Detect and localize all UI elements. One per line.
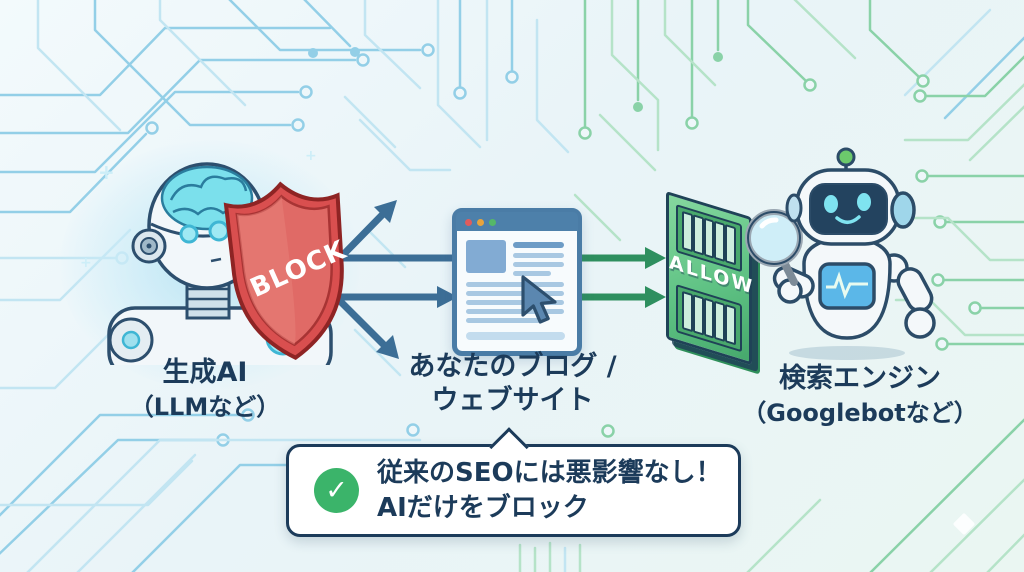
website-label-line2: ウェブサイト bbox=[431, 385, 594, 416]
check-icon: ✓ bbox=[314, 468, 359, 513]
browser-titlebar bbox=[456, 212, 578, 231]
callout-line1: 従来のSEOには悪影響なし！ bbox=[377, 458, 722, 488]
generative-ai-label: 生成AI （LLMなど） bbox=[70, 356, 340, 424]
website-label-line1: あなたのブログ / bbox=[408, 351, 617, 382]
window-close-dot bbox=[465, 219, 472, 226]
website-label: あなたのブログ / ウェブサイト bbox=[380, 350, 645, 418]
website-browser-icon bbox=[452, 208, 582, 356]
seo-callout-bubble: ✓ 従来のSEOには悪影響なし！ AIだけをブロック bbox=[286, 444, 741, 537]
cursor-icon bbox=[521, 275, 557, 324]
window-minimize-dot bbox=[477, 219, 484, 226]
block-shield-icon: BLOCK bbox=[223, 181, 351, 360]
generative-ai-label-line1: 生成AI bbox=[162, 357, 248, 388]
sparkle-icon: + bbox=[80, 255, 92, 271]
window-maximize-dot bbox=[489, 219, 496, 226]
magnifying-glass-icon bbox=[745, 209, 803, 286]
generative-ai-label-line2: （LLMなど） bbox=[129, 393, 281, 421]
search-engine-label: 検索エンジン （Googlebotなど） bbox=[715, 362, 1005, 430]
page-image-placeholder bbox=[466, 240, 506, 273]
allow-gate-icon: ALLOW bbox=[666, 191, 754, 366]
page-footer-bar bbox=[466, 332, 565, 340]
sparkle-icon: + bbox=[98, 160, 115, 184]
search-engine-label-line1: 検索エンジン bbox=[779, 363, 941, 394]
search-engine-label-line2: （Googlebotなど） bbox=[742, 399, 978, 427]
callout-line2: AIだけをブロック bbox=[377, 493, 589, 523]
sparkle-icon: + bbox=[305, 148, 317, 164]
gate-bars-bottom bbox=[676, 284, 742, 353]
search-robot-illustration bbox=[745, 147, 936, 360]
